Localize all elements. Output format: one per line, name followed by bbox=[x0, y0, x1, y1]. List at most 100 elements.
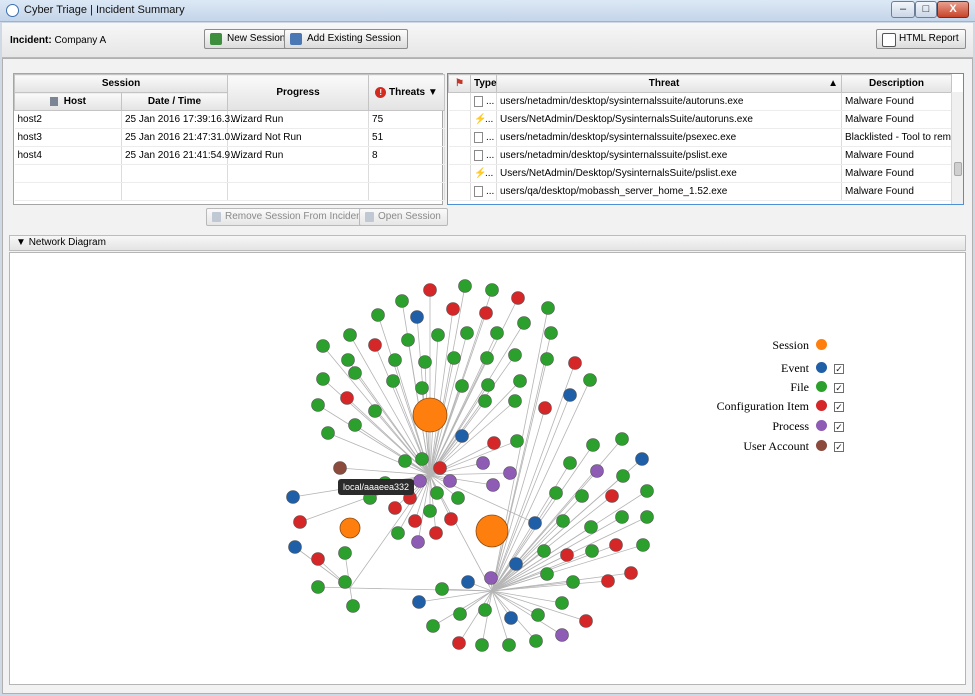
graph-node-config[interactable] bbox=[601, 574, 615, 588]
graph-node-user[interactable] bbox=[333, 461, 347, 475]
graph-node-file[interactable] bbox=[563, 456, 577, 470]
graph-node-file[interactable] bbox=[458, 279, 472, 293]
graph-node-file[interactable] bbox=[341, 353, 355, 367]
graph-node-event[interactable] bbox=[455, 429, 469, 443]
graph-node-file[interactable] bbox=[485, 283, 499, 297]
graph-node-file[interactable] bbox=[451, 491, 465, 505]
graph-node-file[interactable] bbox=[537, 544, 551, 558]
col-host[interactable]: Host bbox=[14, 92, 122, 111]
graph-node-file[interactable] bbox=[640, 484, 654, 498]
graph-node-session[interactable] bbox=[475, 514, 509, 548]
graph-node-file[interactable] bbox=[502, 638, 516, 652]
graph-node-config[interactable] bbox=[579, 614, 593, 628]
graph-node-file[interactable] bbox=[453, 607, 467, 621]
graph-node-process[interactable] bbox=[413, 474, 427, 488]
graph-node-session[interactable] bbox=[339, 517, 361, 539]
graph-node-session[interactable] bbox=[412, 397, 448, 433]
network-diagram-header[interactable]: ▼ Network Diagram bbox=[9, 235, 966, 251]
graph-node-file[interactable] bbox=[517, 316, 531, 330]
graph-node-file[interactable] bbox=[640, 510, 654, 524]
graph-node-file[interactable] bbox=[513, 374, 527, 388]
graph-node-file[interactable] bbox=[481, 378, 495, 392]
col-progress[interactable]: Progress bbox=[227, 74, 370, 111]
graph-node-event[interactable] bbox=[635, 452, 649, 466]
maximize-button[interactable]: □ bbox=[915, 1, 937, 18]
col-type[interactable]: Type bbox=[470, 74, 497, 93]
graph-node-file[interactable] bbox=[398, 454, 412, 468]
graph-node-event[interactable] bbox=[461, 575, 475, 589]
graph-node-event[interactable] bbox=[528, 516, 542, 530]
col-threat[interactable]: Threat ▲ bbox=[496, 74, 842, 93]
graph-node-file[interactable] bbox=[426, 619, 440, 633]
graph-node-file[interactable] bbox=[586, 438, 600, 452]
table-row[interactable]: ...users/qa/desktop/mobassh_server_home_… bbox=[448, 182, 952, 201]
graph-node-file[interactable] bbox=[636, 538, 650, 552]
graph-node-config[interactable] bbox=[605, 489, 619, 503]
graph-node-file[interactable] bbox=[584, 520, 598, 534]
graph-node-config[interactable] bbox=[423, 283, 437, 297]
graph-node-config[interactable] bbox=[479, 306, 493, 320]
graph-node-file[interactable] bbox=[401, 333, 415, 347]
table-row[interactable]: ...users/netadmin/desktop/sysinternalssu… bbox=[448, 92, 952, 111]
graph-node-config[interactable] bbox=[446, 302, 460, 316]
graph-node-file[interactable] bbox=[348, 418, 362, 432]
graph-node-file[interactable] bbox=[368, 404, 382, 418]
graph-node-file[interactable] bbox=[529, 634, 543, 648]
graph-node-file[interactable] bbox=[321, 426, 335, 440]
graph-node-file[interactable] bbox=[544, 326, 558, 340]
graph-node-config[interactable] bbox=[560, 548, 574, 562]
graph-node-event[interactable] bbox=[509, 557, 523, 571]
graph-node-file[interactable] bbox=[615, 432, 629, 446]
graph-node-file[interactable] bbox=[343, 328, 357, 342]
table-row[interactable]: ...users/netadmin/desktop/sysinternalssu… bbox=[448, 128, 959, 147]
graph-node-process[interactable] bbox=[590, 464, 604, 478]
minimize-button[interactable]: – bbox=[891, 1, 915, 18]
table-row[interactable]: host4 25 Jan 2016 21:41:54.9... Wizard R… bbox=[14, 146, 446, 165]
close-button[interactable]: X bbox=[937, 1, 969, 18]
graph-node-config[interactable] bbox=[368, 338, 382, 352]
graph-node-file[interactable] bbox=[371, 308, 385, 322]
graph-node-config[interactable] bbox=[408, 514, 422, 528]
scrollbar-thumb[interactable] bbox=[954, 162, 962, 176]
graph-node-config[interactable] bbox=[487, 436, 501, 450]
graph-node-file[interactable] bbox=[435, 582, 449, 596]
legend-checkbox[interactable]: ✓ bbox=[834, 364, 844, 374]
graph-node-config[interactable] bbox=[429, 526, 443, 540]
graph-node-file[interactable] bbox=[615, 510, 629, 524]
legend-checkbox[interactable]: ✓ bbox=[834, 422, 844, 432]
graph-node-file[interactable] bbox=[556, 514, 570, 528]
legend-checkbox[interactable]: ✓ bbox=[834, 383, 844, 393]
graph-node-file[interactable] bbox=[566, 575, 580, 589]
graph-node-config[interactable] bbox=[624, 566, 638, 580]
table-row[interactable]: ⚡...Users/NetAdmin/Desktop/SysinternalsS… bbox=[448, 164, 952, 183]
graph-node-config[interactable] bbox=[538, 401, 552, 415]
graph-node-config[interactable] bbox=[388, 501, 402, 515]
graph-node-file[interactable] bbox=[348, 366, 362, 380]
legend-checkbox[interactable]: ✓ bbox=[834, 442, 844, 452]
col-flag[interactable]: ⚑ bbox=[448, 74, 471, 93]
graph-node-file[interactable] bbox=[386, 374, 400, 388]
graph-node-file[interactable] bbox=[583, 373, 597, 387]
graph-node-event[interactable] bbox=[286, 490, 300, 504]
graph-node-file[interactable] bbox=[549, 486, 563, 500]
graph-node-process[interactable] bbox=[411, 535, 425, 549]
new-session-button[interactable]: New Session bbox=[204, 29, 293, 49]
graph-node-file[interactable] bbox=[415, 381, 429, 395]
graph-node-event[interactable] bbox=[563, 388, 577, 402]
col-threats[interactable]: ! Threats ▼ bbox=[368, 74, 446, 111]
graph-node-file[interactable] bbox=[415, 452, 429, 466]
graph-node-config[interactable] bbox=[311, 552, 325, 566]
remove-session-button[interactable]: Remove Session From Incident bbox=[206, 208, 372, 226]
graph-node-file[interactable] bbox=[311, 580, 325, 594]
graph-node-file[interactable] bbox=[616, 469, 630, 483]
graph-node-file[interactable] bbox=[316, 339, 330, 353]
graph-node-file[interactable] bbox=[540, 567, 554, 581]
graph-node-file[interactable] bbox=[455, 379, 469, 393]
graph-node-file[interactable] bbox=[391, 526, 405, 540]
graph-node-process[interactable] bbox=[484, 571, 498, 585]
table-row[interactable]: ...users/netadmin/desktop/sysinternalssu… bbox=[448, 146, 952, 165]
graph-node-file[interactable] bbox=[585, 544, 599, 558]
table-row[interactable]: host3 25 Jan 2016 21:47:31.0... Wizard N… bbox=[14, 128, 446, 147]
graph-node-process[interactable] bbox=[503, 466, 517, 480]
graph-node-config[interactable] bbox=[293, 515, 307, 529]
